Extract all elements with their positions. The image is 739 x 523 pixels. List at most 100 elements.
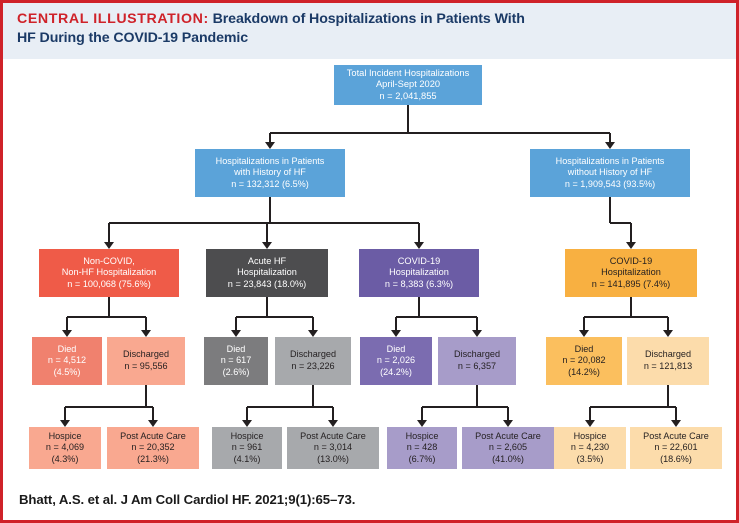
flow-node-died-noncovid: Diedn = 4,512(4.5%): [32, 337, 102, 385]
flow-node-disch-covidnohf-line-2: n = 121,813: [644, 361, 692, 373]
flow-node-noncovid-nonhf: Non-COVID,Non-HF Hospitalizationn = 100,…: [39, 249, 179, 297]
connector-arrow-acute-hf: [262, 242, 272, 249]
connector-drop-pac-covidhf: [507, 407, 509, 420]
connector-drop-disch-acutehf: [312, 317, 314, 330]
flow-node-covid-nohf-line-2: Hospitalization: [601, 267, 661, 279]
connector-drop-disch-noncovid: [145, 317, 147, 330]
connector-drop-pac-covidnohf: [675, 407, 677, 420]
flow-node-hospice-covidhf-line-2: n = 428: [407, 442, 438, 454]
flow-node-covid-hf-line-1: COVID-19: [398, 256, 440, 268]
flow-node-disch-covidhf-line-1: Discharged: [454, 349, 500, 361]
flow-node-died-covidhf-line-2: n = 2,026: [377, 355, 415, 367]
connector-stem-covid-nohf: [630, 297, 632, 317]
flow-node-hospice-covidnohf: Hospicen = 4,230(3.5%): [554, 427, 626, 469]
connector-arrow-hospice-covidhf: [417, 420, 427, 427]
connector-arrow-died-covidnohf: [579, 330, 589, 337]
connector-stem-noncovid-nonhf: [108, 297, 110, 317]
flow-node-hospice-acutehf-line-2: n = 961: [232, 442, 263, 454]
flow-node-hf-history: Hospitalizations in Patientswith History…: [195, 149, 345, 197]
flow-node-hospice-noncovid-line-2: n = 4,069: [46, 442, 84, 454]
flow-node-pac-acutehf-line-2: n = 3,014: [314, 442, 352, 454]
page-title-line1: Breakdown of Hospitalizations in Patient…: [213, 11, 525, 27]
connector-drop-died-covidhf: [395, 317, 397, 330]
connector-drop-hospice-covidhf: [421, 407, 423, 420]
connector-arrow-disch-covidhf: [472, 330, 482, 337]
flow-node-hospice-covidnohf-line-1: Hospice: [574, 431, 607, 443]
connector-stem-covid-hf: [418, 297, 420, 317]
flow-node-died-covidhf-line-3: (24.2%): [380, 367, 412, 379]
flow-node-died-covidnohf-line-2: n = 20,082: [562, 355, 605, 367]
connector-arrow-hf-history: [265, 142, 275, 149]
connector-bus-disch-noncovid: [65, 406, 153, 408]
flow-node-covid-hf: COVID-19Hospitalizationn = 8,383 (6.3%): [359, 249, 479, 297]
flow-node-no-hf-history-line-1: Hospitalizations in Patients: [556, 156, 665, 168]
flow-node-died-covidnohf: Diedn = 20,082(14.2%): [546, 337, 622, 385]
connector-drop-disch-covidnohf: [667, 317, 669, 330]
connector-arrow-disch-acutehf: [308, 330, 318, 337]
connector-drop-died-noncovid: [66, 317, 68, 330]
flow-node-pac-acutehf-line-1: Post Acute Care: [300, 431, 366, 443]
flow-node-pac-noncovid-line-1: Post Acute Care: [120, 431, 186, 443]
flow-node-pac-noncovid-line-2: n = 20,352: [131, 442, 174, 454]
connector-arrow-disch-noncovid: [141, 330, 151, 337]
page-title-line2-wrap: HF During the COVID-19 Pandemic: [17, 29, 722, 48]
flow-node-hospice-acutehf: Hospicen = 961(4.1%): [212, 427, 282, 469]
flow-node-pac-noncovid-line-3: (21.3%): [137, 454, 169, 466]
flow-node-disch-covidnohf: Dischargedn = 121,813: [627, 337, 709, 385]
flow-node-hospice-covidnohf-line-2: n = 4,230: [571, 442, 609, 454]
connector-arrow-pac-acutehf: [328, 420, 338, 427]
flow-node-acute-hf-line-3: n = 23,843 (18.0%): [228, 279, 306, 291]
flow-node-died-covidhf: Diedn = 2,026(24.2%): [360, 337, 432, 385]
connector-drop-acute-hf: [266, 223, 268, 242]
flow-node-hf-history-line-1: Hospitalizations in Patients: [216, 156, 325, 168]
flow-node-disch-noncovid: Dischargedn = 95,556: [107, 337, 185, 385]
connector-drop-pac-noncovid: [152, 407, 154, 420]
flow-node-hospice-covidnohf-line-3: (3.5%): [577, 454, 604, 466]
connector-bus-acute-hf: [236, 316, 313, 318]
flow-node-disch-acutehf-line-1: Discharged: [290, 349, 336, 361]
connector-arrow-hospice-covidnohf: [585, 420, 595, 427]
flow-node-died-noncovid-line-2: n = 4,512: [48, 355, 86, 367]
flow-node-acute-hf: Acute HFHospitalizationn = 23,843 (18.0%…: [206, 249, 328, 297]
flow-node-acute-hf-line-1: Acute HF: [248, 256, 286, 268]
flow-node-hospice-covidhf-line-3: (6.7%): [409, 454, 436, 466]
connector-bus-hf-history: [109, 222, 419, 224]
connector-drop-hf-history: [269, 133, 271, 142]
connector-bus-covid-hf: [396, 316, 477, 318]
flow-node-no-hf-history-line-3: n = 1,909,543 (93.5%): [565, 179, 655, 191]
connector-arrow-pac-noncovid: [148, 420, 158, 427]
flow-node-hf-history-line-3: n = 132,312 (6.5%): [231, 179, 309, 191]
connector-bus-covid-nohf: [584, 316, 668, 318]
connector-drop-hospice-noncovid: [64, 407, 66, 420]
flow-node-died-covidnohf-line-1: Died: [575, 344, 594, 356]
flow-node-disch-noncovid-line-1: Discharged: [123, 349, 169, 361]
flow-node-noncovid-nonhf-line-3: n = 100,068 (75.6%): [67, 279, 151, 291]
connector-drop-pac-acutehf: [332, 407, 334, 420]
connector-bus-root: [270, 132, 610, 134]
flow-node-hospice-acutehf-line-3: (4.1%): [234, 454, 261, 466]
page-title: CENTRAL ILLUSTRATION: Breakdown of Hospi…: [17, 10, 722, 29]
flow-node-died-acutehf-line-3: (2.6%): [223, 367, 250, 379]
flow-node-pac-acutehf-line-3: (13.0%): [317, 454, 349, 466]
flow-node-hf-history-line-2: with History of HF: [234, 167, 306, 179]
flow-node-pac-covidnohf-line-2: n = 22,601: [654, 442, 697, 454]
flow-node-disch-acutehf-line-2: n = 23,226: [291, 361, 334, 373]
connector-drop-hospice-acutehf: [246, 407, 248, 420]
connector-arrow-disch-covidnohf: [663, 330, 673, 337]
connector-stem-acute-hf: [266, 297, 268, 317]
flow-node-root-line-2: April-Sept 2020: [376, 79, 440, 91]
flow-node-root-line-3: n = 2,041,855: [379, 91, 436, 103]
connector-stem-hf-history: [269, 197, 271, 223]
flow-node-covid-nohf-line-1: COVID-19: [610, 256, 652, 268]
flow-node-pac-acutehf: Post Acute Caren = 3,014(13.0%): [287, 427, 379, 469]
connector-drop-covid-hf: [418, 223, 420, 242]
flow-node-root: Total Incident HospitalizationsApril-Sep…: [334, 65, 482, 105]
connector-arrow-hospice-acutehf: [242, 420, 252, 427]
connector-stem-disch-noncovid: [145, 385, 147, 407]
flow-node-no-hf-history-line-2: without History of HF: [568, 167, 652, 179]
flow-node-no-hf-history: Hospitalizations in Patientswithout Hist…: [530, 149, 690, 197]
flow-node-pac-covidnohf: Post Acute Caren = 22,601(18.6%): [630, 427, 722, 469]
figure-header: CENTRAL ILLUSTRATION: Breakdown of Hospi…: [3, 3, 736, 59]
flow-node-disch-acutehf: Dischargedn = 23,226: [275, 337, 351, 385]
